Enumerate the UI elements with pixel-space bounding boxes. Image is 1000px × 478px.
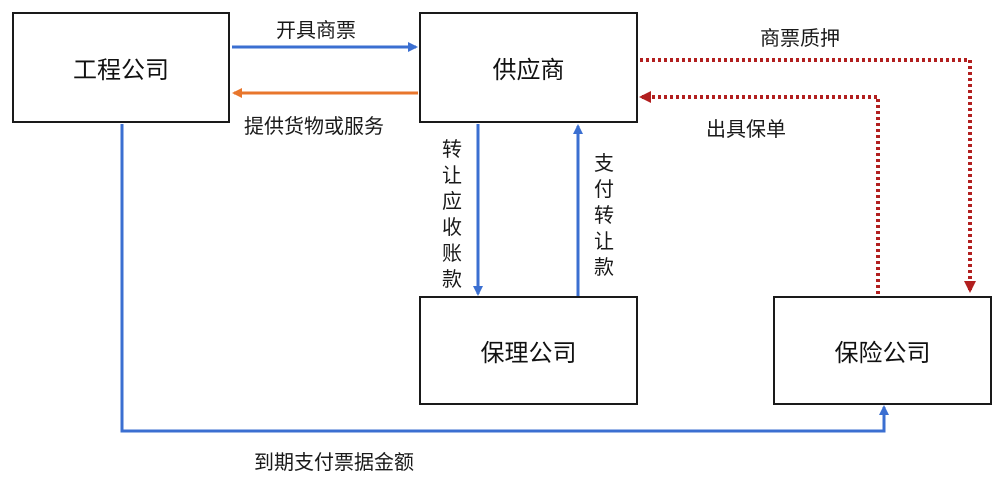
label-transfer-receivables: 转让应收账款 <box>442 137 462 291</box>
label-provide-goods: 提供货物或服务 <box>244 114 384 138</box>
node-factoring-company: 保理公司 <box>419 296 638 405</box>
label-maturity-payment: 到期支付票据金额 <box>254 450 414 474</box>
arrow-maturity-payment <box>120 124 889 433</box>
label-pay-transfer: 支付转让款 <box>594 151 614 279</box>
arrow-issue-guarantee <box>639 91 880 294</box>
label-bill-pledge: 商票质押 <box>760 26 840 50</box>
label-issue-bill: 开具商票 <box>276 18 356 42</box>
arrow-bill-pledge <box>640 58 976 293</box>
node-engineering-company: 工程公司 <box>12 12 230 123</box>
node-insurance-company: 保险公司 <box>773 296 992 405</box>
label-issue-guarantee: 出具保单 <box>706 117 786 141</box>
node-supplier: 供应商 <box>419 12 638 123</box>
